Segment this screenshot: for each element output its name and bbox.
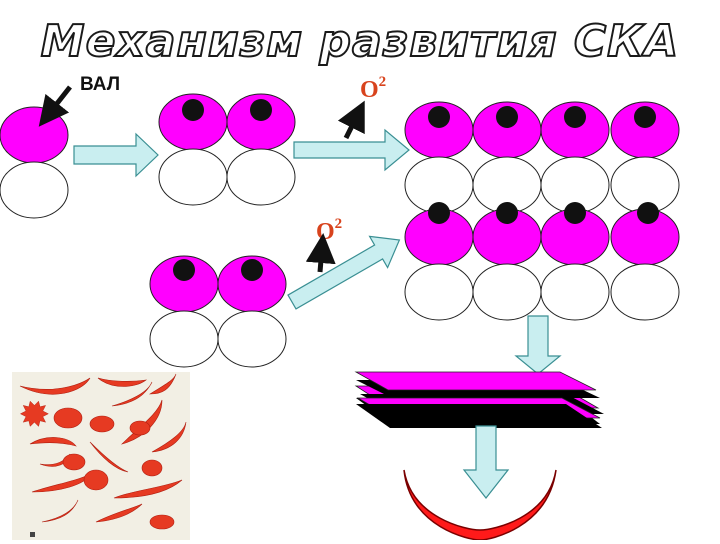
- white-cell: [0, 161, 69, 219]
- grid-row-1: [404, 101, 680, 159]
- o2-pointer-arrow-icon: [337, 100, 365, 140]
- grid-row-3: [404, 202, 680, 266]
- white-cell: [158, 148, 228, 206]
- polymer-grid: [404, 101, 680, 321]
- white-cell: [226, 148, 296, 206]
- bullet-dot: [30, 532, 35, 537]
- right-block-arrow-icon: [293, 128, 410, 172]
- right-block-arrow-icon: [73, 132, 159, 178]
- o2-label-top: O2: [360, 74, 387, 103]
- stacked-fiber-layers: [354, 371, 604, 428]
- down-block-arrow-icon: [462, 425, 510, 499]
- white-cell: [217, 310, 287, 368]
- black-dot-icon: [241, 259, 263, 281]
- page-title: Механизм развития СКА: [40, 15, 680, 68]
- white-cell: [149, 310, 219, 368]
- grid-row-4: [404, 263, 680, 321]
- magenta-cell: [0, 106, 69, 164]
- molecule-pair-top: [158, 93, 296, 206]
- down-block-arrow-icon: [514, 315, 562, 375]
- diagonal-block-arrow-icon: [287, 235, 401, 310]
- sickle-cells-photo: [12, 372, 190, 540]
- val-label: ВАЛ: [80, 74, 121, 95]
- single-molecule: [0, 106, 69, 219]
- o2-pointer-arrow-icon: [305, 233, 336, 273]
- black-dot-icon: [250, 99, 272, 121]
- black-dot-icon: [182, 99, 204, 121]
- molecule-pair-bottom: [149, 255, 287, 368]
- black-dot-icon: [173, 259, 195, 281]
- pointer-arrow-icon: [38, 85, 72, 127]
- sickle-cell-shape: [403, 469, 557, 540]
